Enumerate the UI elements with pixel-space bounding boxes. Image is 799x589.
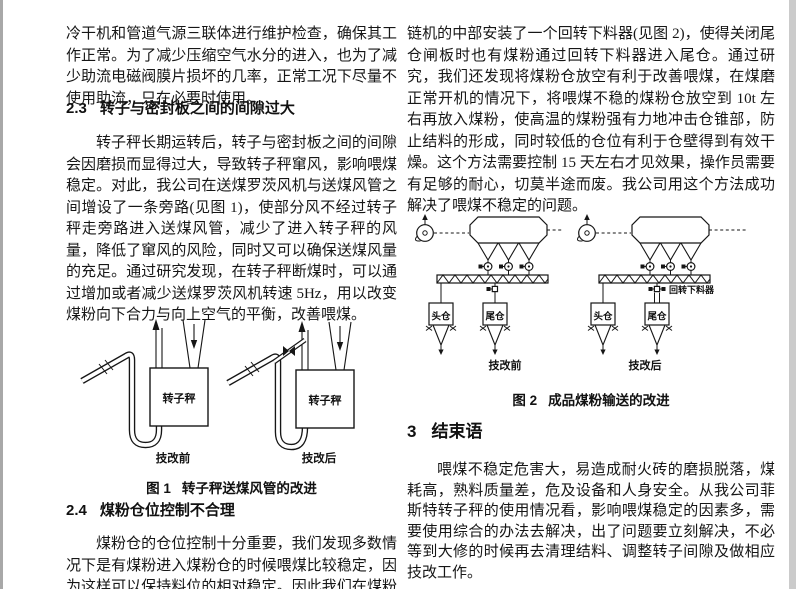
section-title: 煤粉仓位控制不合理 (99, 502, 235, 519)
down-arrow-icon (190, 340, 198, 349)
rotor-scale-box (295, 369, 355, 429)
section-title: 转子与密封板之间的间隙过大 (99, 100, 295, 117)
fig2-after-diagram: 头仓 回转下料器 尾仓 技改后 (576, 213, 748, 372)
scan-right-edge (789, 0, 796, 589)
left-paragraph-bin-level: 煤粉仓的仓位控制十分重要，我们发现多数情况下是有煤粉进入煤粉仓的时候喂煤比较稳定… (66, 536, 397, 589)
collector-box (631, 216, 710, 244)
rotary-valve-icon (477, 259, 493, 276)
section-number: 2.3 (66, 100, 87, 117)
hopper-cones (639, 242, 702, 262)
conveyor-zigzag (598, 274, 711, 284)
right-paragraph-conclusion: 喂煤不稳定危害大，易造成耐火砖的磨损脱落，煤耗高，熟料质量差，危及设备和人身安全… (407, 462, 775, 581)
rotor-scale-box (149, 367, 209, 427)
figure-title: 转子秤送煤风管的改进 (181, 481, 317, 496)
fig1-after-diagram: 转子秤 技改后 (226, 321, 355, 465)
figure-title: 成品煤粉输送的改进 (548, 393, 670, 408)
down-arrow-icon (336, 342, 344, 351)
fig1-before-diagram: 转子秤 技改前 (80, 319, 209, 465)
hopper-cones (477, 242, 540, 262)
figure-2-caption: 图 2 成品煤粉输送的改进 (407, 389, 775, 409)
gate-valve-icon (653, 285, 661, 293)
after-label: 技改后 (629, 358, 662, 372)
gate-valve-icon (491, 285, 499, 293)
figure-number: 图 2 (512, 393, 538, 408)
head-bin-label: 头仓 (431, 311, 451, 323)
rotary-valve-icon (498, 259, 514, 276)
trap-pipe (80, 351, 163, 449)
before-label: 技改前 (489, 358, 522, 372)
section-heading-2-4: 2.4 煤粉仓位控制不合理 (66, 499, 397, 520)
rotor-scale-label: 转子秤 (163, 391, 196, 405)
valve-icon (289, 346, 295, 356)
flow-tick (250, 361, 260, 373)
figure-1-caption: 图 1 转子秤送煤风管的改进 (66, 477, 397, 497)
section-heading-3: 3 结束语 (407, 417, 775, 442)
rotary-valve-icon (680, 259, 696, 276)
section-title: 结束语 (431, 422, 483, 441)
section-heading-2-3: 2.3 转子与密封板之间的间隙过大 (66, 97, 397, 118)
flow-tick (244, 365, 254, 377)
tail-bin-label: 尾仓 (484, 311, 505, 323)
up-arrow-icon (152, 319, 160, 330)
valve-icon (283, 346, 289, 356)
figure-1-diagram: 转子秤 技改前 转子秤 技改后 (80, 319, 355, 465)
trap-pipe (226, 353, 309, 451)
fan-icon (414, 213, 434, 242)
left-paragraph-continuation: 冷干机和管道气源三联体进行维护检查，确保其工作正常。为了减少压缩空气水分的进入，… (66, 26, 397, 107)
fig2-before-diagram: 头仓 尾仓 技改前 (414, 213, 562, 372)
section-number: 3 (407, 422, 417, 441)
gate-actuator-icon (486, 287, 491, 291)
gate-actuator-icon (648, 287, 653, 291)
rotary-feeder-label: 回转下料器 (669, 284, 715, 295)
figure-number: 图 1 (146, 481, 171, 496)
scan-left-edge (0, 0, 3, 589)
before-label: 技改前 (156, 451, 191, 465)
flow-tick (98, 363, 108, 375)
section-number: 2.4 (66, 502, 87, 519)
rotary-valve-icon (660, 259, 676, 276)
rotary-feeder-icon (661, 287, 666, 291)
flow-tick (104, 359, 114, 371)
fan-icon (576, 213, 596, 242)
rotary-valve-icon (639, 259, 655, 276)
rotor-scale-label: 转子秤 (309, 393, 342, 407)
rotary-valve-icon (518, 259, 534, 276)
head-bin-label: 头仓 (593, 311, 613, 323)
right-paragraph-feeder: 链机的中部安装了一个回转下料器(见图 2)，使得关闭尾仓闸板时也有煤粉通过回转下… (407, 26, 775, 214)
collector-box (469, 216, 548, 244)
tail-bin-label: 尾仓 (646, 311, 667, 323)
left-paragraph-bypass: 转子秤长期运转后，转子与密封板之间的间隙会因磨损而显得过大，导致转子秤窜风，影响… (66, 135, 397, 323)
conveyor-zigzag (436, 274, 549, 284)
figure-2-diagram: 头仓 尾仓 技改前 头仓 (414, 213, 748, 372)
after-label: 技改后 (302, 451, 337, 465)
up-arrow-icon (298, 321, 306, 332)
